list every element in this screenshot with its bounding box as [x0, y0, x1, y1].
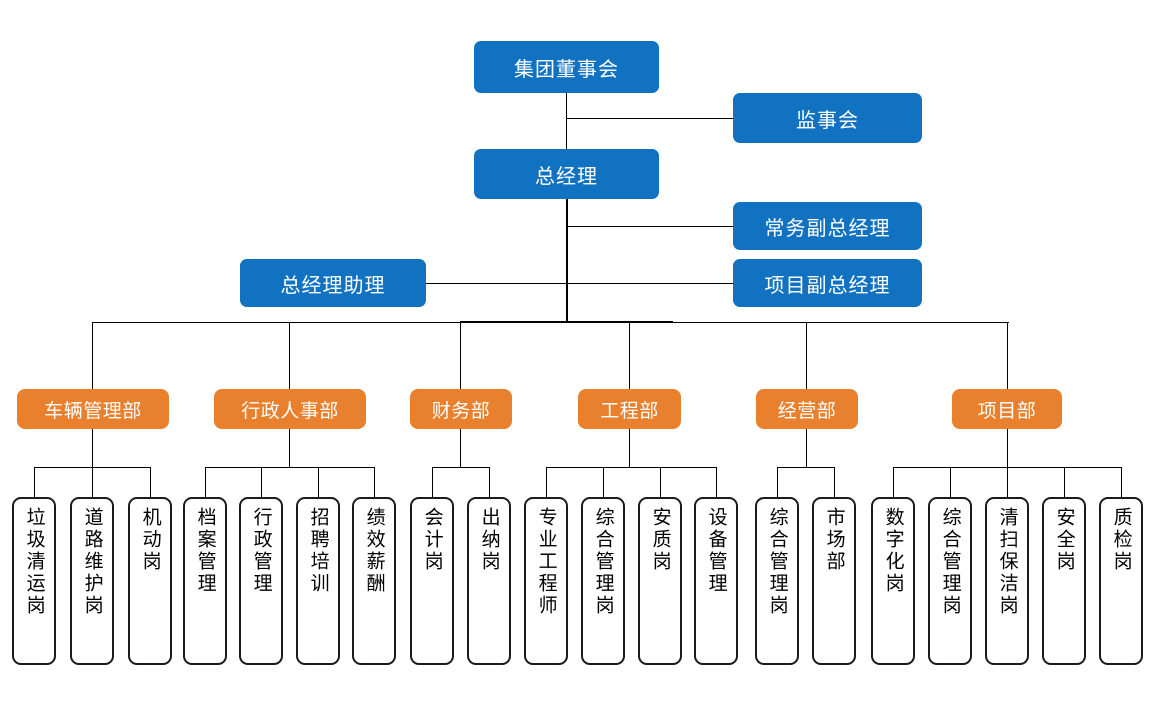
connector-leaf-19 — [1121, 467, 1122, 497]
subbus-dept-2 — [432, 467, 489, 468]
connector-bus-to-dept-0 — [92, 322, 93, 389]
connector-leaf-2 — [150, 467, 151, 497]
connector-leaf-15 — [893, 467, 894, 497]
connector-gm-to-project-vice — [566, 283, 733, 284]
position-label: 绩效薪酬 — [363, 507, 385, 595]
node-position-professional-engineer[interactable]: 专业工程师 — [524, 497, 568, 665]
position-label: 综合管理岗 — [939, 507, 961, 617]
position-label: 档案管理 — [194, 507, 216, 595]
position-label: 垃圾清运岗 — [23, 507, 45, 617]
position-label: 质检岗 — [1110, 507, 1132, 573]
subbus-dept-3 — [546, 467, 716, 468]
subbus-dept-4 — [777, 467, 834, 468]
connector-board-to-supervisory — [566, 118, 733, 119]
connector-leaf-17 — [1007, 467, 1008, 497]
position-label: 会计岗 — [421, 507, 443, 573]
node-position-road-maintenance[interactable]: 道路维护岗 — [70, 497, 114, 665]
node-position-marketing[interactable]: 市场部 — [812, 497, 856, 665]
node-general-manager-assistant[interactable]: 总经理助理 — [240, 259, 426, 307]
subbus-dept-1 — [205, 467, 374, 468]
connector-leaf-12 — [716, 467, 717, 497]
node-department-admin-hr[interactable]: 行政人事部 — [214, 389, 366, 429]
node-position-engineering-general-management[interactable]: 综合管理岗 — [581, 497, 625, 665]
position-label: 综合管理岗 — [766, 507, 788, 617]
connector-gm-trunk — [566, 198, 568, 323]
connector-leaf-8 — [489, 467, 490, 497]
connector-bus-to-dept-3 — [629, 322, 630, 389]
node-position-garbage-transport[interactable]: 垃圾清运岗 — [12, 497, 56, 665]
connector-leaf-9 — [546, 467, 547, 497]
connector-dept-4-stem — [806, 428, 807, 468]
position-label: 招聘培训 — [307, 507, 329, 595]
node-position-admin-management[interactable]: 行政管理 — [239, 497, 283, 665]
node-position-cleaning-sanitation[interactable]: 清扫保洁岗 — [985, 497, 1029, 665]
node-position-safety[interactable]: 安全岗 — [1042, 497, 1086, 665]
node-position-recruitment-training[interactable]: 招聘培训 — [296, 497, 340, 665]
node-position-accounting[interactable]: 会计岗 — [410, 497, 454, 665]
node-position-digitalization[interactable]: 数字化岗 — [871, 497, 915, 665]
node-general-manager[interactable]: 总经理 — [474, 149, 659, 199]
position-label: 安全岗 — [1053, 507, 1075, 573]
node-position-equipment-management[interactable]: 设备管理 — [694, 497, 738, 665]
node-position-safety-quality[interactable]: 安质岗 — [638, 497, 682, 665]
connector-leaf-1 — [92, 467, 93, 497]
node-department-finance[interactable]: 财务部 — [410, 389, 512, 429]
connector-gm-to-assistant — [425, 283, 567, 284]
connector-dept-5-stem — [1007, 428, 1008, 468]
connector-leaf-3 — [205, 467, 206, 497]
node-position-archive-management[interactable]: 档案管理 — [183, 497, 227, 665]
position-label: 道路维护岗 — [81, 507, 103, 617]
department-bus-center — [460, 321, 673, 323]
connector-leaf-10 — [603, 467, 604, 497]
position-label: 机动岗 — [139, 507, 161, 573]
node-department-project[interactable]: 项目部 — [952, 389, 1062, 429]
position-label: 数字化岗 — [882, 507, 904, 595]
connector-bus-to-dept-2 — [460, 322, 461, 389]
node-department-vehicle-management[interactable]: 车辆管理部 — [17, 389, 169, 429]
node-supervisory-board[interactable]: 监事会 — [733, 93, 922, 143]
position-label: 市场部 — [823, 507, 845, 573]
node-position-operations-general-management[interactable]: 综合管理岗 — [755, 497, 799, 665]
connector-dept-3-stem — [629, 428, 630, 468]
connector-leaf-13 — [777, 467, 778, 497]
node-project-vice-general-manager[interactable]: 项目副总经理 — [733, 259, 922, 307]
position-label: 行政管理 — [250, 507, 272, 595]
node-department-operations[interactable]: 经营部 — [756, 389, 858, 429]
position-label: 综合管理岗 — [592, 507, 614, 617]
connector-leaf-18 — [1064, 467, 1065, 497]
connector-gm-to-exec-vice — [566, 226, 733, 227]
connector-leaf-11 — [660, 467, 661, 497]
connector-board-to-gm — [566, 92, 567, 152]
position-label: 清扫保洁岗 — [996, 507, 1018, 617]
node-position-performance-compensation[interactable]: 绩效薪酬 — [352, 497, 396, 665]
connector-leaf-16 — [950, 467, 951, 497]
node-department-engineering[interactable]: 工程部 — [578, 389, 681, 429]
node-position-quality-inspection[interactable]: 质检岗 — [1099, 497, 1143, 665]
connector-dept-2-stem — [460, 428, 461, 468]
connector-bus-to-dept-1 — [289, 322, 290, 389]
connector-bus-to-dept-4 — [806, 322, 807, 389]
connector-leaf-14 — [834, 467, 835, 497]
position-label: 专业工程师 — [535, 507, 557, 617]
node-position-mobile-duty[interactable]: 机动岗 — [128, 497, 172, 665]
connector-bus-to-dept-5 — [1007, 322, 1008, 389]
position-label: 设备管理 — [705, 507, 727, 595]
position-label: 出纳岗 — [478, 507, 500, 573]
connector-leaf-4 — [261, 467, 262, 497]
connector-dept-0-stem — [92, 428, 93, 468]
connector-leaf-6 — [374, 467, 375, 497]
connector-dept-1-stem — [289, 428, 290, 468]
connector-leaf-5 — [318, 467, 319, 497]
node-board[interactable]: 集团董事会 — [474, 41, 659, 93]
connector-leaf-0 — [34, 467, 35, 497]
node-position-cashier[interactable]: 出纳岗 — [467, 497, 511, 665]
node-position-project-general-management[interactable]: 综合管理岗 — [928, 497, 972, 665]
node-exec-vice-general-manager[interactable]: 常务副总经理 — [733, 202, 922, 250]
connector-leaf-7 — [432, 467, 433, 497]
position-label: 安质岗 — [649, 507, 671, 573]
